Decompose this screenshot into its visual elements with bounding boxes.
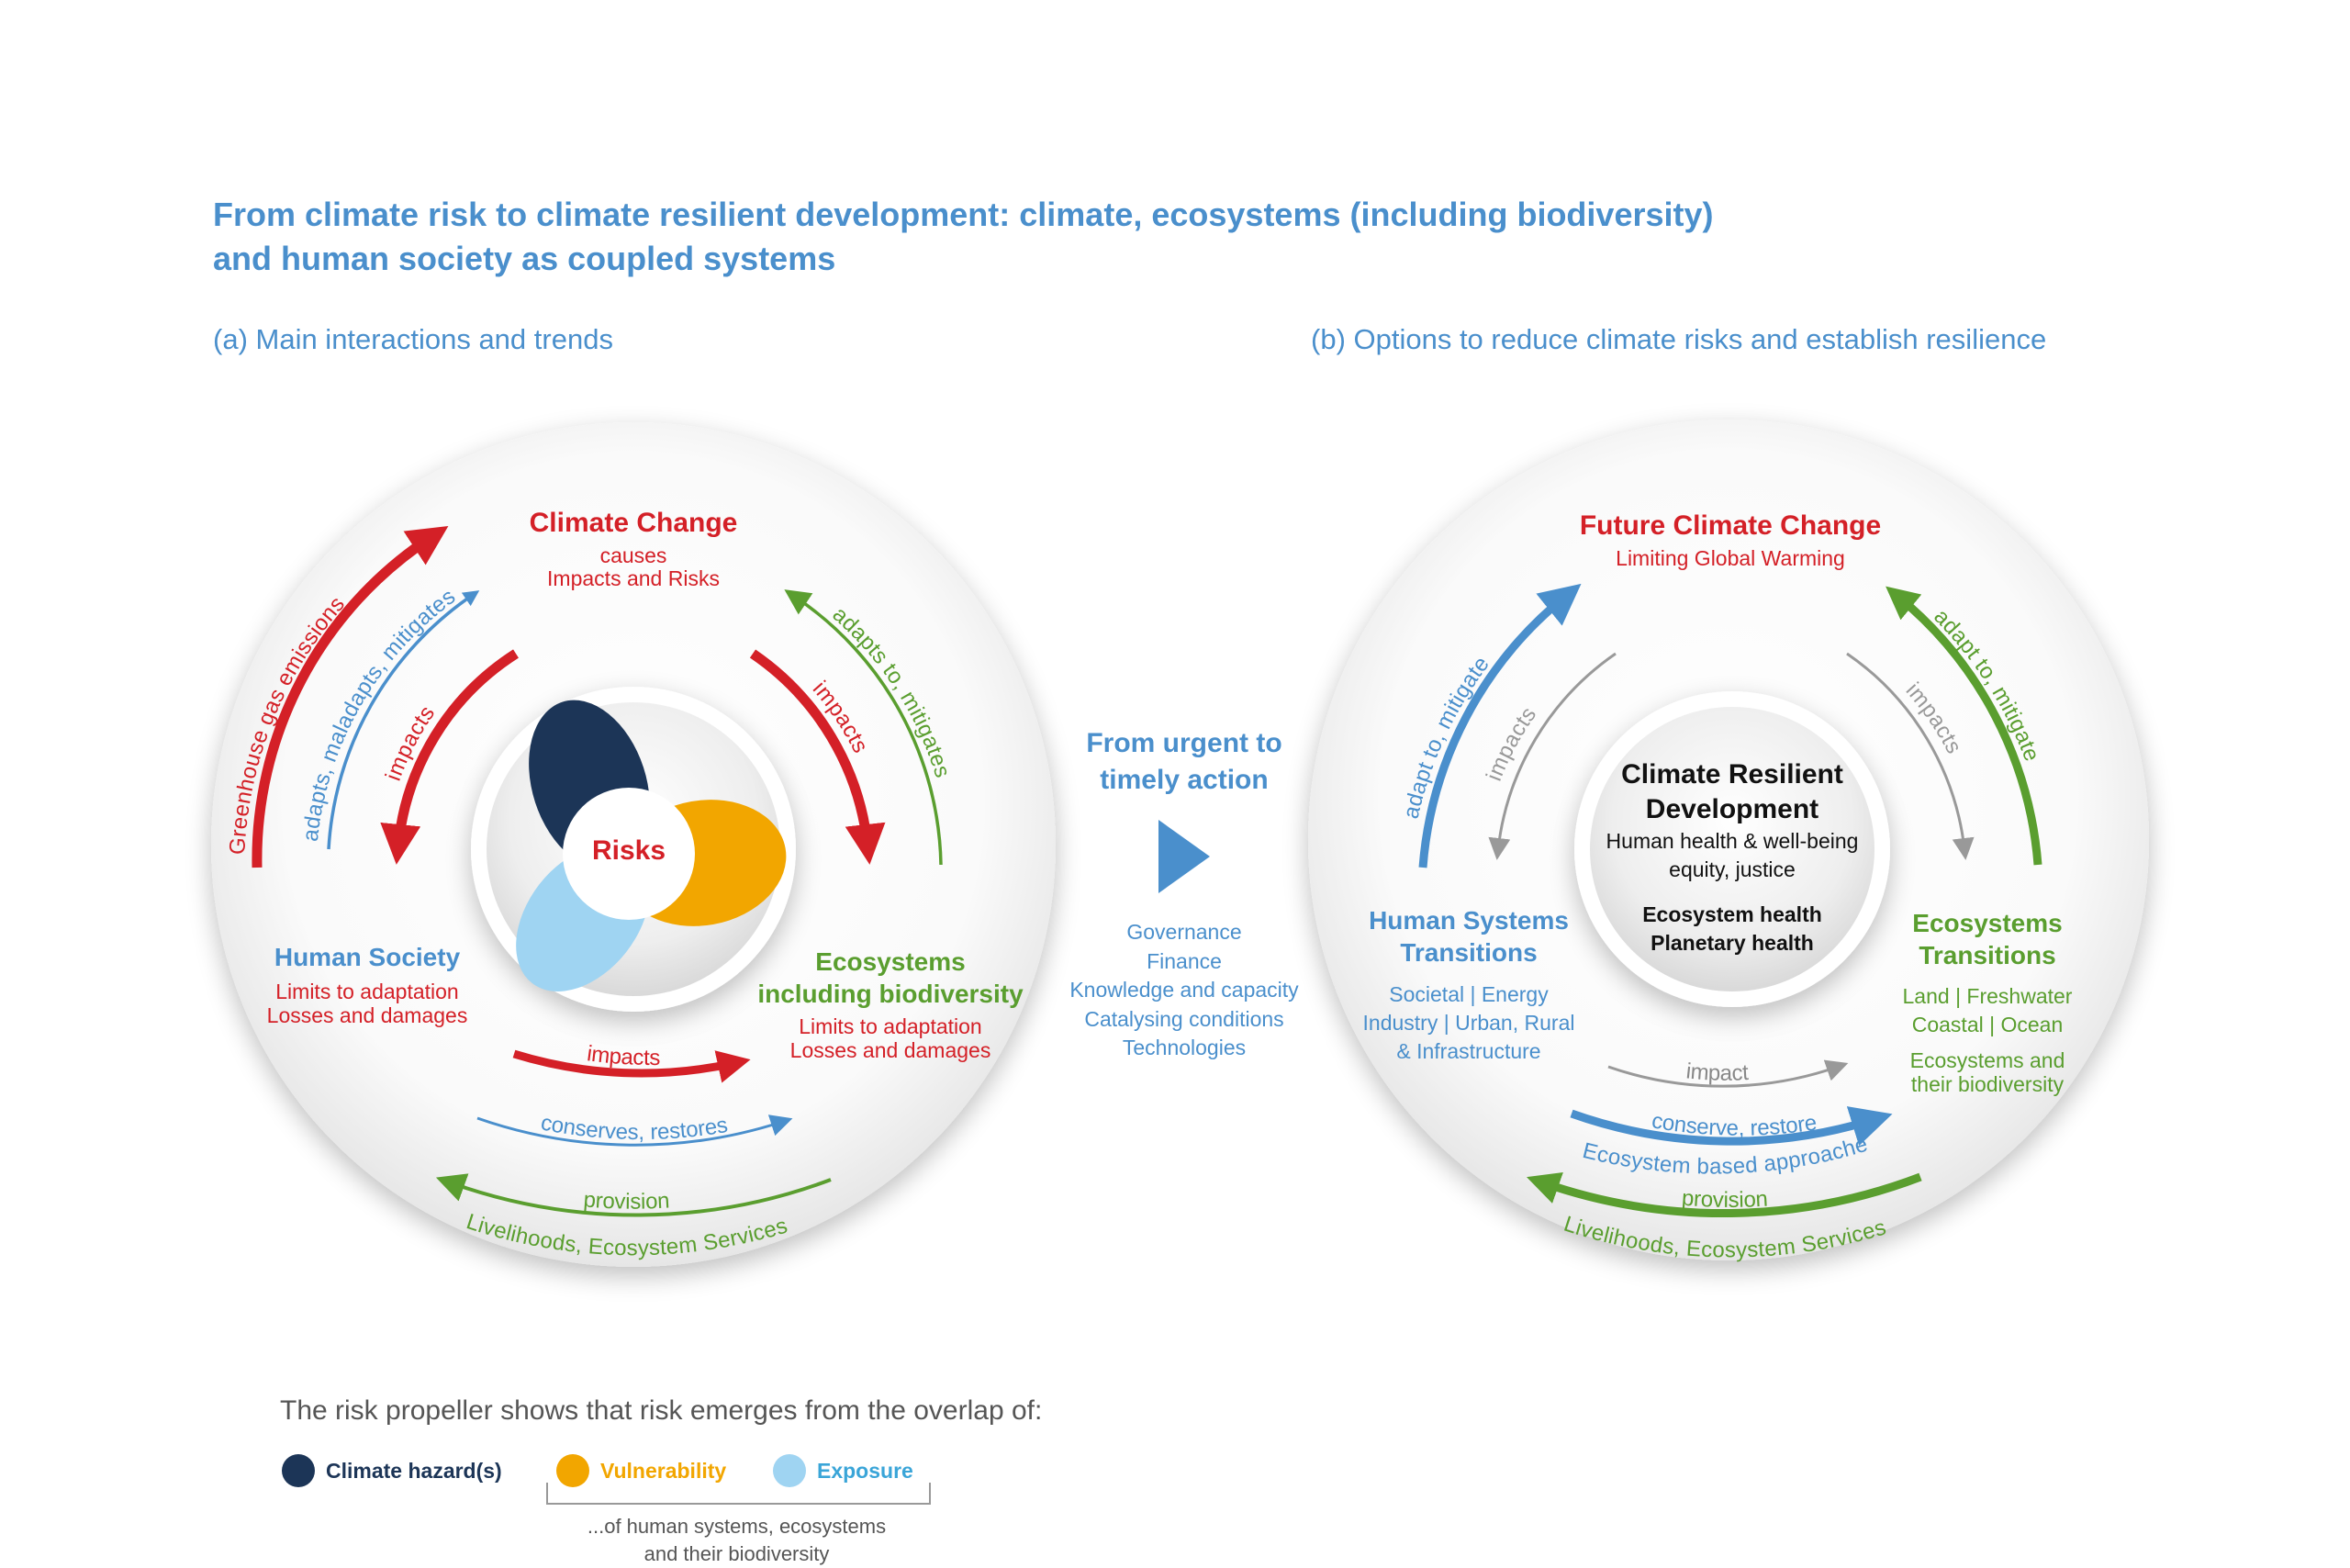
health-text: Human health & well-being: [1606, 829, 1859, 853]
legend-bracket: [546, 1483, 931, 1505]
et-item: Coastal | Ocean: [1911, 1013, 2064, 1036]
panel-a-arrows: [252, 525, 943, 1217]
label-provision-b: provision: [1681, 1186, 1769, 1213]
eco-health-text: Ecosystem health: [1642, 902, 1822, 926]
hst-item: Societal | Energy: [1389, 982, 1549, 1006]
risk-propeller: [516, 700, 787, 991]
label-provision-a: provision: [583, 1187, 671, 1214]
svg-text:impact: impact: [1684, 1058, 1749, 1085]
eco-limits-text: Limits to adaptation: [799, 1014, 982, 1038]
limiting-warming-text: Limiting Global Warming: [1616, 546, 1845, 570]
risks-label: Risks: [591, 835, 666, 866]
climate-change-heading: Climate Change: [529, 508, 738, 538]
et-items: Land | Freshwater Coastal | Ocean Ecosys…: [1877, 982, 2098, 1096]
et-item: Land | Freshwater: [1902, 984, 2073, 1008]
hst-heading: Human Systems Transitions: [1349, 904, 1588, 969]
hs-limits-text: Limits to adaptation: [275, 980, 459, 1003]
enabler-item: Governance: [1126, 920, 1242, 944]
urgent-line-2: timely action: [1100, 765, 1269, 795]
et-heading: Ecosystems Transitions: [1877, 907, 2098, 971]
causes-text: causes: [599, 543, 667, 567]
impacts-and-risks-text: Impacts and Risks: [547, 566, 720, 590]
enabler-item: Catalysing conditions: [1084, 1006, 1284, 1031]
urgent-action-heading: From urgent to timely action: [1037, 725, 1331, 799]
legend-vulnerability-label: Vulnerability: [600, 1458, 727, 1483]
et-item: their biodiversity: [1910, 1072, 2065, 1096]
legend-hazard: Climate hazard(s): [282, 1454, 502, 1487]
human-society-heading: Human Society: [274, 943, 461, 971]
et-line-1: Ecosystems: [1912, 909, 2063, 937]
svg-text:provision: provision: [583, 1187, 671, 1214]
including-biodiversity-heading: including biodiversity: [757, 980, 1024, 1008]
hs-losses-text: Losses and damages: [266, 1003, 468, 1027]
eco-losses-text: Losses and damages: [789, 1038, 991, 1062]
urgent-line-1: From urgent to: [1086, 728, 1282, 758]
crd-title-1: Climate Resilient: [1621, 759, 1843, 790]
legend-note-line-1: ...of human systems, ecosystems: [587, 1515, 887, 1538]
hst-items: Societal | Energy Industry | Urban, Rura…: [1349, 980, 1588, 1066]
main-title: From climate risk to climate resilient d…: [213, 193, 1957, 281]
legend-hazard-label: Climate hazard(s): [326, 1458, 502, 1483]
play-triangle-icon: [1158, 820, 1210, 893]
panel-b-arrows: [1418, 583, 2042, 1218]
future-climate-heading: Future Climate Change: [1579, 510, 1882, 541]
label-impact-b-bottom: impact: [1684, 1058, 1749, 1085]
title-line-1: From climate risk to climate resilient d…: [213, 196, 1714, 233]
enablers-list: Governance Finance Knowledge and capacit…: [1037, 918, 1331, 1063]
label-impacts-bottom: impacts: [586, 1041, 661, 1070]
legend-note-line-2: and their biodiversity: [643, 1542, 830, 1565]
planetary-text: Planetary health: [1651, 931, 1814, 955]
hst-item: Industry | Urban, Rural: [1362, 1011, 1575, 1035]
legend-vulnerability: Vulnerability: [556, 1454, 726, 1487]
svg-text:provision: provision: [1681, 1186, 1769, 1213]
lightblue-dot-icon: [773, 1454, 806, 1487]
navy-dot-icon: [282, 1454, 315, 1487]
legend-note: ...of human systems, ecosystems and thei…: [514, 1513, 959, 1568]
legend-exposure-label: Exposure: [817, 1458, 913, 1483]
hst-line-1: Human Systems: [1369, 906, 1569, 935]
et-line-2: Transitions: [1919, 941, 2056, 969]
panel-b-label: (b) Options to reduce climate risks and …: [1311, 323, 2047, 355]
crd-center: Climate Resilient Development Human heal…: [1595, 757, 1870, 958]
et-item: Ecosystems and: [1909, 1048, 2065, 1072]
equity-text: equity, justice: [1669, 857, 1796, 881]
title-line-2: and human society as coupled systems: [213, 240, 836, 277]
crd-title-2: Development: [1645, 794, 1819, 824]
hst-line-2: Transitions: [1400, 938, 1538, 967]
svg-text:impacts: impacts: [586, 1041, 661, 1070]
enabler-item: Knowledge and capacity: [1069, 978, 1299, 1002]
hst-item: & Infrastructure: [1396, 1039, 1541, 1063]
enabler-item: Finance: [1147, 948, 1222, 973]
orange-dot-icon: [556, 1454, 589, 1487]
enabler-item: Technologies: [1122, 1036, 1247, 1059]
legend-intro: The risk propeller shows that risk emerg…: [280, 1395, 1043, 1426]
panel-a-label: (a) Main interactions and trends: [213, 323, 613, 355]
ecosystems-heading: Ecosystems: [815, 947, 966, 976]
legend-exposure: Exposure: [773, 1454, 913, 1487]
